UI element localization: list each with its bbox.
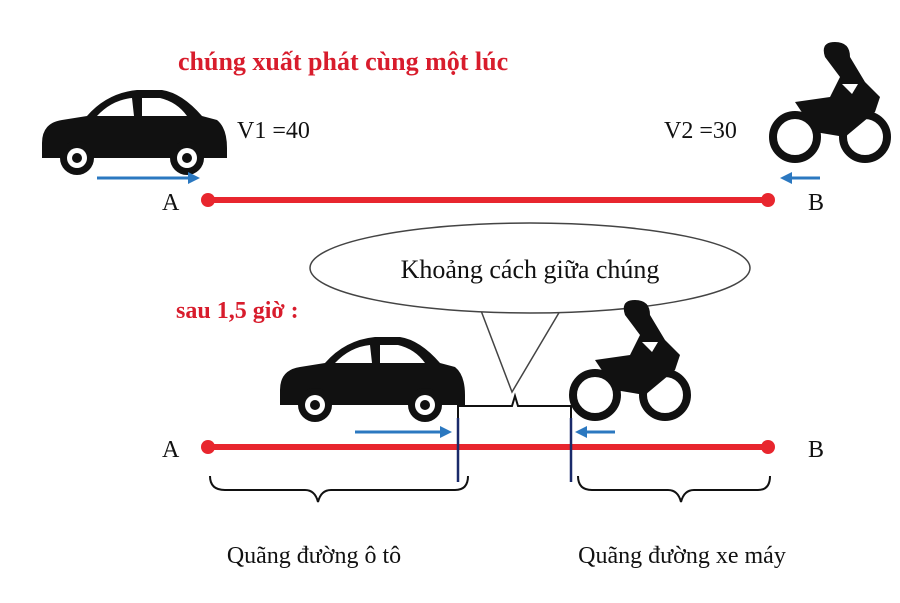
car-direction-arrow <box>97 172 200 184</box>
moto-direction-arrow <box>780 172 820 184</box>
title: chúng xuất phát cùng một lúc <box>178 47 508 76</box>
v2-label: V2 =30 <box>664 118 737 144</box>
car-distance-brace <box>209 475 469 503</box>
moto-arrow-after <box>575 426 615 438</box>
car-distance-label: Quãng đường ô tô <box>227 543 401 569</box>
motorbike-icon <box>773 42 887 159</box>
road-top <box>201 193 775 207</box>
bubble-text: Khoảng cách giữa chúng <box>401 255 660 284</box>
moto-distance-label: Quãng đường xe máy <box>578 543 786 569</box>
gap-brace <box>457 392 572 418</box>
speech-bubble <box>309 222 751 394</box>
road-bottom <box>201 440 775 454</box>
car-arrow-after <box>355 426 452 438</box>
motorbike-icon-after <box>573 300 687 417</box>
v1-label: V1 =40 <box>237 118 310 144</box>
car-icon-after <box>280 337 465 422</box>
point-a-bottom: A <box>162 437 180 463</box>
car-icon <box>42 90 227 175</box>
point-a-top: A <box>162 190 180 216</box>
moto-distance-brace <box>577 475 771 503</box>
point-b-bottom: B <box>808 437 824 463</box>
point-b-top: B <box>808 190 824 216</box>
after-time-label: sau 1,5 giờ : <box>176 298 299 324</box>
